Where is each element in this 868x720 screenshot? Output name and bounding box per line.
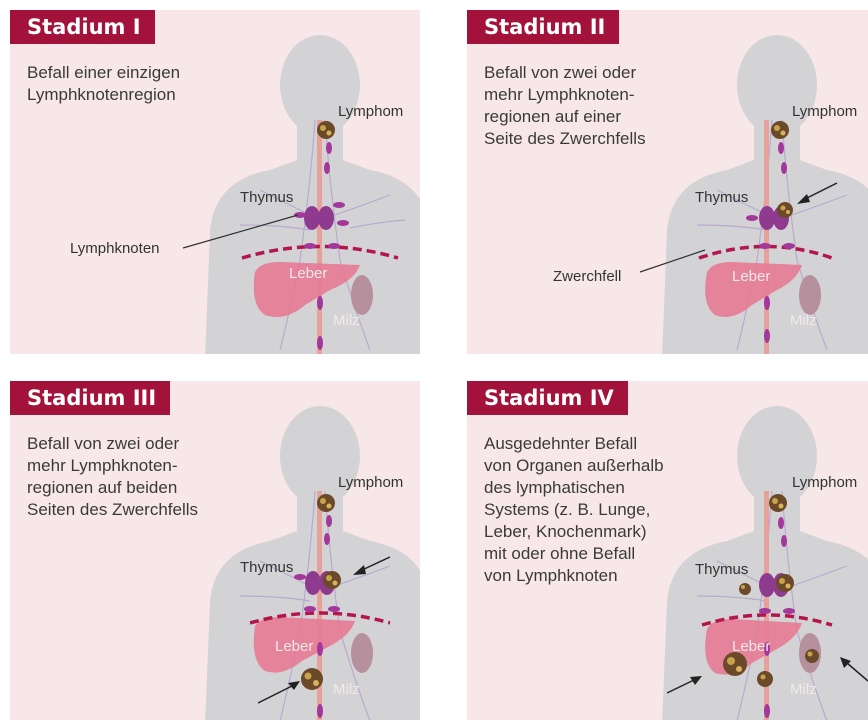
lymphoma-mass bbox=[317, 121, 335, 139]
label-lymphom: Lymphom bbox=[792, 103, 857, 120]
label-milz: Milz bbox=[790, 312, 817, 329]
label-leber: Leber bbox=[275, 638, 313, 655]
spine-vessel bbox=[764, 120, 769, 354]
label-lymphom: Lymphom bbox=[338, 474, 403, 491]
label-thymus: Thymus bbox=[240, 559, 293, 576]
label-milz: Milz bbox=[790, 681, 817, 698]
stage-title: Stadium IV bbox=[467, 381, 628, 415]
label-thymus: Thymus bbox=[240, 189, 293, 206]
stage-4-panel: Stadium IV Ausgedehnter Befall von Organ… bbox=[467, 381, 868, 720]
stage-description: Ausgedehnter Befall von Organen außerhal… bbox=[484, 433, 664, 587]
spleen bbox=[351, 275, 373, 315]
label-lymphom: Lymphom bbox=[792, 474, 857, 491]
label-thymus: Thymus bbox=[695, 561, 748, 578]
stage-2-panel: Stadium II Befall von zwei oder mehr Lym… bbox=[467, 10, 868, 354]
label-leber: Leber bbox=[289, 265, 327, 282]
stage-title: Stadium I bbox=[10, 10, 155, 44]
label-leber: Leber bbox=[732, 638, 770, 655]
body-figure bbox=[10, 381, 420, 720]
label-leber: Leber bbox=[732, 268, 770, 285]
stage-description: Befall von zwei oder mehr Lymphknoten- r… bbox=[484, 62, 646, 150]
stage-description: Befall von zwei oder mehr Lymphknoten- r… bbox=[27, 433, 198, 521]
stage-1-panel: Stadium I Befall einer einzigen Lymphkno… bbox=[10, 10, 420, 354]
spine-vessel bbox=[317, 120, 322, 354]
label-lymphknoten: Lymphknoten bbox=[70, 240, 160, 257]
spleen bbox=[799, 275, 821, 315]
stage-3-panel: Stadium III Befall von zwei oder mehr Ly… bbox=[10, 381, 420, 720]
label-milz: Milz bbox=[333, 681, 360, 698]
label-zwerchfell: Zwerchfell bbox=[553, 268, 621, 285]
spleen bbox=[351, 633, 373, 673]
stage-title: Stadium III bbox=[10, 381, 170, 415]
label-thymus: Thymus bbox=[695, 189, 748, 206]
stage-title: Stadium II bbox=[467, 10, 619, 44]
label-milz: Milz bbox=[333, 312, 360, 329]
label-lymphom: Lymphom bbox=[338, 103, 403, 120]
body-silhouette bbox=[205, 35, 420, 354]
stage-description: Befall einer einzigen Lymphknotenregion bbox=[27, 62, 180, 106]
